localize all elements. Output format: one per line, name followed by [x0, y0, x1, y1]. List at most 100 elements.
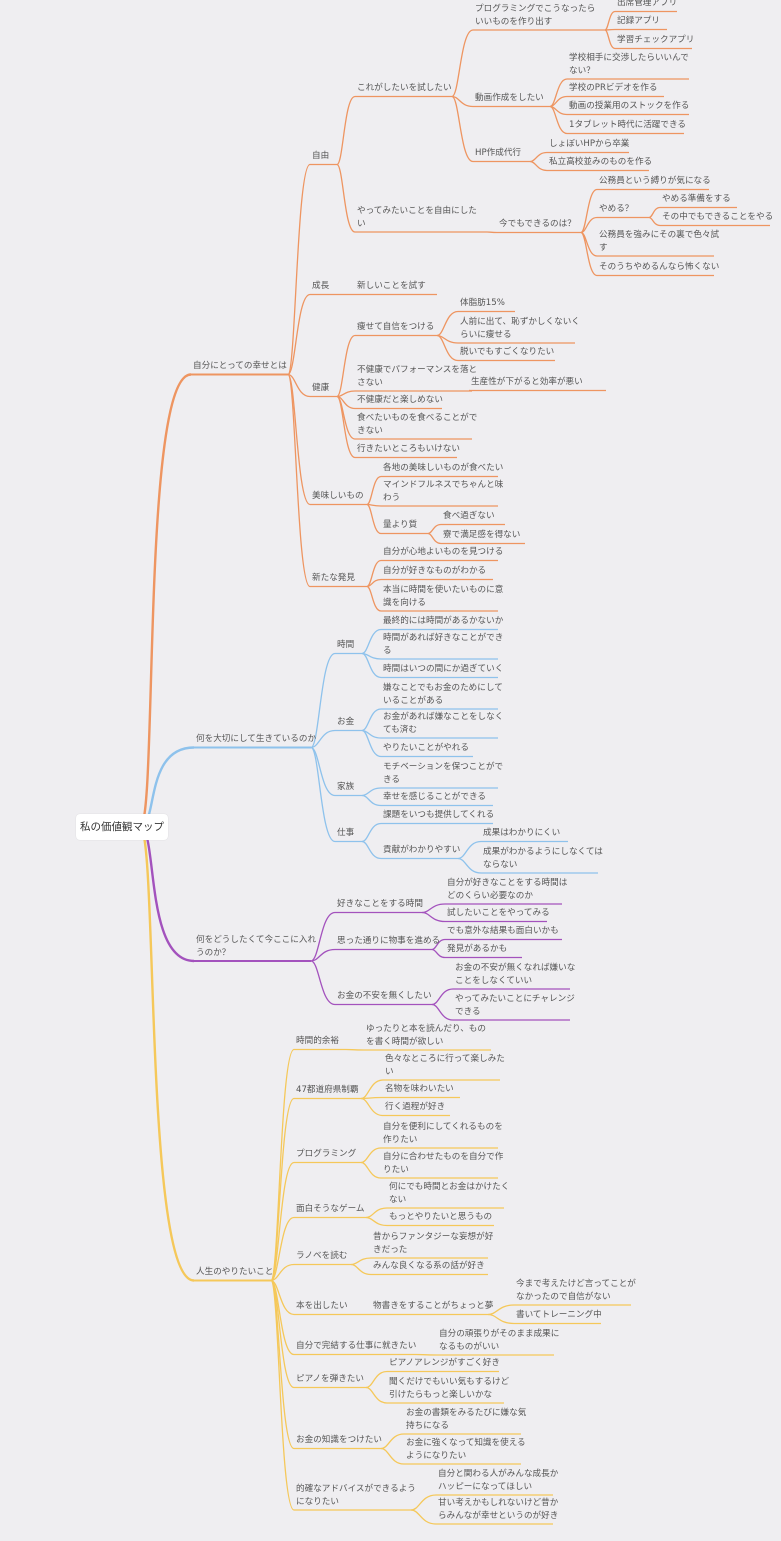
topic-b1a1a1[interactable]: 出席管理アプリ [617, 0, 678, 8]
topic-b4g[interactable]: 自分で完結する仕事に就きたい [296, 1341, 417, 1351]
topic-b3a2[interactable]: 試したいことをやってみる [447, 908, 550, 918]
topic-b2d1[interactable]: 課題をいつも提供してくれる [383, 810, 495, 820]
topic-b1a2a1[interactable]: 公務員という縛りが気になる [599, 176, 711, 186]
topic-b2b2[interactable]: お金があれば嫌なことをしなく ても済む [383, 712, 504, 735]
topic-b1a2a[interactable]: 今でもできるのは？ [499, 219, 576, 229]
topic-b1a1a[interactable]: プログラミングでこうなったら いいものを作り出す [475, 4, 596, 27]
topic-b1c1a[interactable]: 体脂肪15% [460, 298, 505, 308]
topic-b4e1[interactable]: 昔からファンタジーな妄想が好 きだった [373, 1232, 494, 1255]
topic-b1a[interactable]: 自由 [312, 151, 330, 161]
topic-b1c1b[interactable]: 人前に出て、恥ずかしくないく らいに痩せる [460, 317, 580, 340]
topic-b1a1a2[interactable]: 記録アプリ [617, 16, 660, 26]
topic-b4f1b[interactable]: 書いてトレーニング中 [516, 1310, 602, 1320]
topic-b1c3[interactable]: 不健康だと楽しめない [357, 395, 443, 405]
topic-b4a[interactable]: 時間的余裕 [296, 1036, 339, 1046]
topic-b1a1[interactable]: これがしたいを試したい [357, 83, 452, 93]
topic-b1c[interactable]: 健康 [312, 383, 330, 393]
topic-b4b3[interactable]: 行く過程が好き [385, 1102, 446, 1112]
topic-b2b[interactable]: お金 [337, 717, 355, 727]
topic-b2c1[interactable]: モチベーションを保つことがで きる [383, 762, 504, 785]
topic-b4i2[interactable]: お金に強くなって知識を使える ようになりたい [406, 1438, 526, 1461]
topic-b1c2[interactable]: 不健康でパフォーマンスを落と さない [357, 365, 478, 388]
topic-b3a[interactable]: 好きなことをする時間 [337, 899, 423, 909]
topic-b3a1[interactable]: 自分が好きなことをする時間は どのくらい必要なのか [447, 878, 568, 901]
topic-b3b[interactable]: 思った通りに物事を進める [337, 936, 441, 946]
topic-b4c[interactable]: プログラミング [296, 1149, 357, 1159]
topic-b3[interactable]: 何をどうしたくて今ここに入れ うのか？ [196, 935, 317, 958]
topic-b1c5[interactable]: 行きたいところもいけない [357, 444, 460, 454]
topic-b1b[interactable]: 成長 [312, 281, 330, 291]
topic-b4i[interactable]: お金の知識をつけたい [296, 1435, 382, 1445]
topic-b1e2[interactable]: 自分が好きなものがわかる [383, 566, 487, 576]
topic-b2a3[interactable]: 時間はいつの間にか過ぎていく [383, 664, 504, 674]
topic-b4b[interactable]: 47都道府県制覇 [296, 1085, 359, 1095]
topic-b1a1b1[interactable]: 学校相手に交渉したらいいんで ない？ [569, 53, 689, 76]
topic-b2a1[interactable]: 最終的には時間があるかないか [383, 616, 504, 626]
topic-b1c2a[interactable]: 生産性が下がると効率が悪い [471, 377, 583, 387]
topic-b4i1[interactable]: お金の書類をみるたびに嫌な気 持ちになる [406, 1408, 527, 1431]
topic-b4g1[interactable]: 自分の頑張りがそのまま成果に なるものがいい [439, 1329, 560, 1352]
topic-b1a2a2b[interactable]: その中でもできることをやる [662, 212, 774, 222]
topic-b1d[interactable]: 美味しいもの [312, 491, 364, 501]
topic-b1a1c[interactable]: HP作成代行 [475, 148, 522, 158]
topic-b1a1a3[interactable]: 学習チェックアプリ [617, 35, 695, 45]
topic-b4f1a[interactable]: 今まで考えたけど言ってことが なかったので自信がない [516, 1279, 636, 1302]
topic-b3b1[interactable]: でも意外な結果も面白いかも [447, 926, 559, 936]
topic-b1a2[interactable]: やってみたいことを自由にした い [357, 206, 477, 229]
topic-b1b1[interactable]: 新しいことを試す [357, 281, 426, 291]
topic-b4j2[interactable]: 甘い考えかもしれないけど昔か らみんなが幸せというのが好き [438, 1498, 559, 1521]
topic-b1e[interactable]: 新たな発見 [312, 573, 355, 583]
topic-b4b1[interactable]: 色々なところに行って楽しみた い [385, 1054, 505, 1077]
topic-b1a2a2[interactable]: やめる？ [599, 204, 634, 214]
topic-b1a2a4[interactable]: そのうちやめるんなら怖くない [599, 262, 720, 272]
topic-b2d2b[interactable]: 成果がわかるようにしなくては ならない [483, 847, 603, 870]
topic-b4e[interactable]: ラノベを読む [296, 1251, 348, 1261]
topic-b1a1b3[interactable]: 動画の授業用のストックを作る [569, 101, 690, 111]
topic-b3c2[interactable]: やってみたいことにチャレンジ できる [455, 994, 575, 1017]
topic-b1a1b[interactable]: 動画作成をしたい [475, 93, 544, 103]
topic-b1a1b2[interactable]: 学校のPRビデオを作る [569, 83, 658, 93]
topic-b1c4[interactable]: 食べたいものを食べることがで きない [357, 413, 478, 436]
topic-b4c2[interactable]: 自分に合わせたものを自分で作 りたい [383, 1152, 504, 1175]
topic-b1c1c[interactable]: 脱いでもすごくなりたい [460, 347, 555, 357]
topic-b4h[interactable]: ピアノを弾きたい [296, 1374, 364, 1384]
topic-b4d[interactable]: 面白そうなゲーム [296, 1204, 365, 1214]
topic-b4j1[interactable]: 自分と関わる人がみんな成長か ハッピーになってほしい [438, 1469, 559, 1492]
topic-b4h1[interactable]: ピアノアレンジがすごく好き [389, 1358, 500, 1368]
topic-b4d2[interactable]: もっとやりたいと思うもの [389, 1212, 493, 1222]
topic-b4f[interactable]: 本を出したい [296, 1301, 348, 1311]
topic-b1a1c1[interactable]: しょぼいHPから卒業 [549, 139, 630, 149]
topic-b4h2[interactable]: 聞くだけでもいい気もするけど 引けたらもっと楽しいかな [389, 1377, 510, 1400]
topic-b2d2[interactable]: 貢献がわかりやすい [383, 845, 461, 855]
topic-b1e3[interactable]: 本当に時間を使いたいものに意 識を向ける [383, 585, 504, 608]
root-topic[interactable]: 私の価値観マップ [76, 814, 168, 840]
topic-b2d2a[interactable]: 成果はわかりにくい [483, 828, 561, 838]
topic-b1a1b4[interactable]: 1タブレット時代に活躍できる [569, 120, 687, 130]
topic-b2d[interactable]: 仕事 [337, 828, 355, 838]
topic-b4j[interactable]: 的確なアドバイスができるよう になりたい [296, 1484, 416, 1507]
topic-b2b1[interactable]: 嫌なことでもお金のためにして いることがある [383, 683, 503, 706]
topic-b4a1[interactable]: ゆったりと本を読んだり、もの を書く時間が欲しい [366, 1024, 486, 1047]
topic-b2c2[interactable]: 幸せを感じることができる [383, 792, 486, 802]
topic-b4[interactable]: 人生のやりたいこと [196, 1267, 274, 1277]
topic-b4b2[interactable]: 名物を味わいたい [385, 1084, 454, 1094]
topic-b4c1[interactable]: 自分を便利にしてくれるものを 作りたい [383, 1122, 503, 1145]
topic-b1d1[interactable]: 各地の美味しいものが食べたい [383, 463, 504, 473]
topic-b1d3[interactable]: 量より質 [383, 520, 418, 530]
topic-b4f1[interactable]: 物書きをすることがちょっと夢 [373, 1301, 494, 1311]
topic-b1c1[interactable]: 痩せて自信をつける [357, 322, 435, 332]
topic-b3c[interactable]: お金の不安を無くしたい [337, 991, 432, 1001]
topic-b2b3[interactable]: やりたいことがやれる [383, 743, 469, 753]
topic-b2a2[interactable]: 時間があれば好きなことができ る [383, 633, 504, 656]
topic-b1[interactable]: 自分にとっての幸せとは [193, 361, 287, 371]
topic-b1d3b[interactable]: 寮で満足感を得ない [443, 530, 521, 540]
topic-b2[interactable]: 何を大切にして生きているのか [196, 734, 317, 744]
topic-b4e2[interactable]: みんな良くなる系の話が好き [373, 1261, 485, 1271]
topic-b1a2a2a[interactable]: やめる準備をする [662, 194, 731, 204]
topic-b3c1[interactable]: お金の不安が無くなれば嫌いな ことをしなくていい [455, 963, 576, 986]
topic-b1a1c2[interactable]: 私立高校並みのものを作る [549, 157, 653, 167]
topic-b2c[interactable]: 家族 [337, 782, 355, 792]
topic-b1a2a3[interactable]: 公務員を強みにその裏で色々試 す [599, 230, 720, 253]
topic-b2a[interactable]: 時間 [337, 640, 355, 650]
topic-b3b2[interactable]: 発見があるかも [447, 944, 508, 954]
